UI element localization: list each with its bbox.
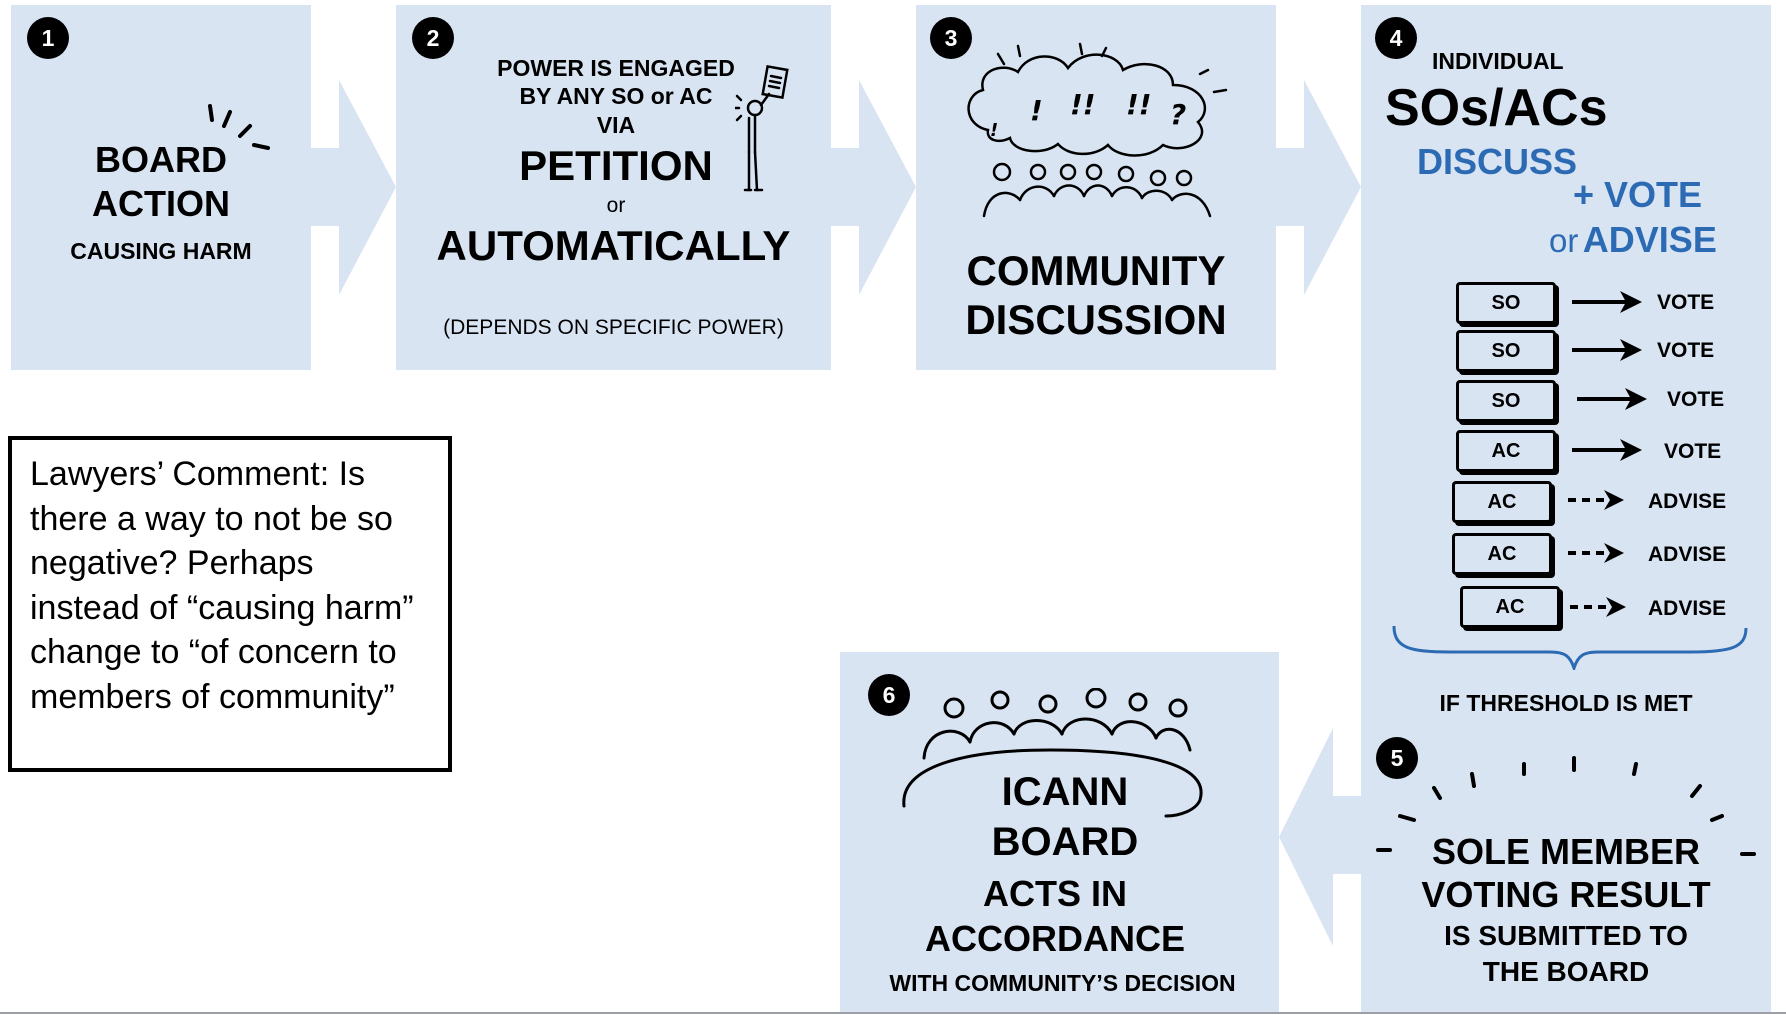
step4-advise: ADVISE: [1582, 219, 1717, 260]
participant-action: VOTE: [1664, 440, 1722, 463]
step4-or: or: [1549, 222, 1579, 259]
step1-number-badge: 1: [27, 17, 69, 59]
step5-title-line1: SOLE MEMBER: [1431, 831, 1700, 872]
step6-number-badge: 6: [868, 674, 910, 716]
step2-note: (DEPENDS ON SPECIFIC POWER): [443, 316, 784, 339]
crowd-icon: [982, 162, 1212, 218]
step2-line2: BY ANY SO or AC: [519, 83, 713, 109]
bottom-divider: [0, 1012, 1786, 1014]
step4-prefix: INDIVIDUAL: [1432, 48, 1564, 74]
speech-bubble-icon: ! !! !! ? !: [967, 42, 1228, 157]
svg-text:!!: !!: [1070, 88, 1096, 121]
participant-box: AC: [1452, 533, 1552, 575]
step3-panel: [916, 5, 1276, 370]
board-table-icon: [902, 688, 1203, 818]
step2-number-badge: 2: [412, 17, 454, 59]
step1-subtitle: CAUSING HARM: [70, 238, 252, 264]
participant-action: ADVISE: [1648, 490, 1727, 513]
flow-arrow-2-3: [831, 80, 916, 295]
step6-panel: [840, 652, 1279, 1012]
flow-arrow-5-6: [1279, 728, 1361, 946]
dashed-arrow-icon: [1570, 597, 1626, 617]
step2-method-petition: PETITION: [519, 142, 713, 189]
step4-threshold: IF THRESHOLD IS MET: [1439, 690, 1693, 716]
svg-text:?: ?: [1170, 98, 1186, 131]
step5-number-badge: 5: [1376, 737, 1418, 779]
svg-text:!: !: [1030, 94, 1043, 127]
brace-icon: [1392, 625, 1748, 670]
step2-method-automatically: AUTOMATICALLY: [436, 222, 791, 269]
lawyers-comment-box: Lawyers’ Comment: Is there a way to not …: [8, 436, 452, 772]
step4-number-badge: 4: [1375, 17, 1417, 59]
step4-panel: [1361, 5, 1771, 1012]
dashed-arrow-icon: [1568, 543, 1624, 563]
solid-arrow-icon: [1572, 439, 1642, 461]
step3-title-line1: COMMUNITY: [966, 247, 1226, 294]
participant-box: SO: [1456, 282, 1556, 324]
burst-lines-icon: [1376, 756, 1756, 856]
participant-box: SO: [1456, 330, 1556, 372]
flow-arrow-1-2: [311, 80, 396, 295]
step5-subtitle-line2: THE BOARD: [1482, 956, 1650, 987]
step1-title-line2: ACTION: [92, 183, 230, 224]
participant-box: AC: [1456, 430, 1556, 472]
solid-arrow-icon: [1572, 339, 1642, 361]
participant-box: AC: [1452, 481, 1552, 523]
solid-arrow-icon: [1577, 388, 1647, 410]
step6-note: WITH COMMUNITY’S DECISION: [889, 970, 1236, 996]
step3-title-line2: DISCUSSION: [965, 296, 1227, 343]
step3-number-badge: 3: [930, 17, 972, 59]
participant-action: VOTE: [1657, 291, 1715, 314]
participant-action: ADVISE: [1648, 543, 1727, 566]
dashed-arrow-icon: [1568, 490, 1624, 510]
step4-title: SOs/ACs: [1385, 79, 1608, 137]
step2-line3: VIA: [596, 112, 636, 138]
step5-title-line2: VOTING RESULT: [1421, 874, 1711, 915]
participant-action: VOTE: [1657, 339, 1715, 362]
burst-icon: [208, 104, 270, 150]
step6-title-line1: ICANN: [1001, 770, 1129, 814]
step1-panel: [11, 5, 311, 370]
petition-person-icon: [735, 65, 789, 192]
flow-arrow-3-4: [1276, 80, 1361, 295]
step2-or: or: [606, 194, 626, 217]
step5-subtitle-line1: IS SUBMITTED TO: [1444, 920, 1688, 951]
step2-panel: [396, 5, 831, 370]
step4-or-advise: or ADVISE: [1549, 219, 1717, 261]
participant-action: VOTE: [1667, 388, 1725, 411]
svg-text:!!: !!: [1126, 88, 1152, 121]
step2-line1: POWER IS ENGAGED: [497, 55, 735, 81]
step4-vote: + VOTE: [1573, 174, 1703, 215]
participant-box: SO: [1456, 380, 1556, 422]
solid-arrow-icon: [1572, 291, 1642, 313]
step4-discuss: DISCUSS: [1417, 141, 1578, 182]
participant-action: ADVISE: [1648, 597, 1727, 620]
step6-sub-line1: ACTS IN: [983, 873, 1127, 914]
participant-box: AC: [1460, 586, 1560, 628]
step1-title-line1: BOARD: [95, 139, 227, 180]
step6-sub-line2: ACCORDANCE: [925, 918, 1185, 959]
svg-text:!: !: [990, 120, 998, 141]
step6-title-line2: BOARD: [991, 820, 1139, 864]
